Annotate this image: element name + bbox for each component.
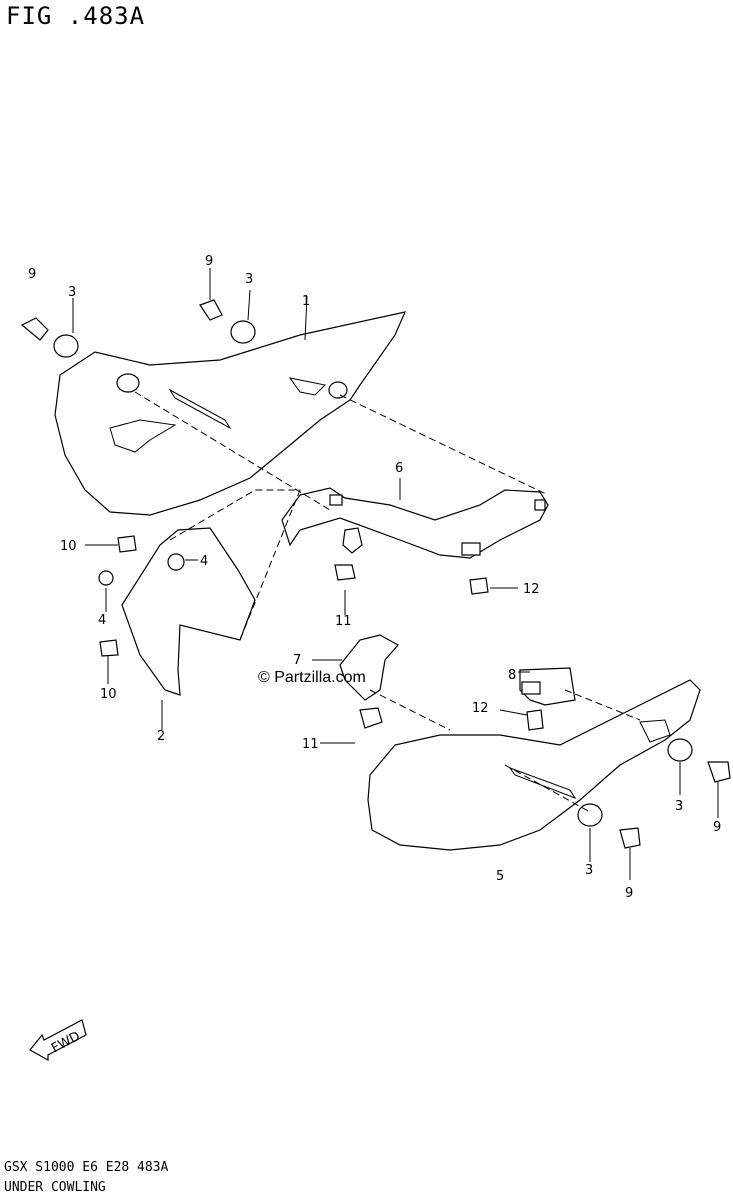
figure-code: GSX S1000 E6 E28 483A — [4, 1160, 169, 1175]
callout-10-a: 10 — [60, 539, 77, 554]
callout-9-b: 9 — [205, 254, 213, 269]
under-cowling-right-part — [367, 679, 701, 851]
figure-caption: UNDER COWLING — [4, 1180, 106, 1195]
callout-2: 2 — [157, 729, 165, 744]
callout-5: 5 — [496, 869, 504, 884]
figure-title: FIG .483A — [6, 2, 146, 30]
mount-bracket-part — [519, 667, 576, 706]
callout-7: 7 — [293, 653, 301, 668]
partzilla-watermark: © Partzilla.com — [258, 669, 366, 686]
callout-11-a: 11 — [335, 614, 352, 629]
callout-4-b: 4 — [98, 613, 106, 628]
callout-3-b: 3 — [245, 272, 253, 287]
callout-9-c: 9 — [713, 820, 721, 835]
left-side-panel-part — [121, 527, 256, 696]
callout-3-a: 3 — [68, 285, 76, 300]
callout-8: 8 — [508, 668, 516, 683]
callout-11-b: 11 — [302, 737, 319, 752]
callout-4-a: 4 — [200, 554, 208, 569]
callout-12-b: 12 — [472, 701, 489, 716]
fwd-arrow-icon: FWD — [29, 1019, 87, 1062]
under-cowling-left-part — [54, 311, 407, 516]
callout-3-d: 3 — [585, 863, 593, 878]
callout-1: 1 — [302, 294, 310, 309]
bracket-part — [281, 487, 549, 559]
callout-9-d: 9 — [625, 886, 633, 901]
lower-bracket-part — [339, 634, 399, 701]
callout-9-a: 9 — [28, 267, 36, 282]
callout-6: 6 — [395, 461, 403, 476]
callout-10-b: 10 — [100, 687, 117, 702]
callout-12-a: 12 — [523, 582, 540, 597]
callout-3-c: 3 — [675, 799, 683, 814]
